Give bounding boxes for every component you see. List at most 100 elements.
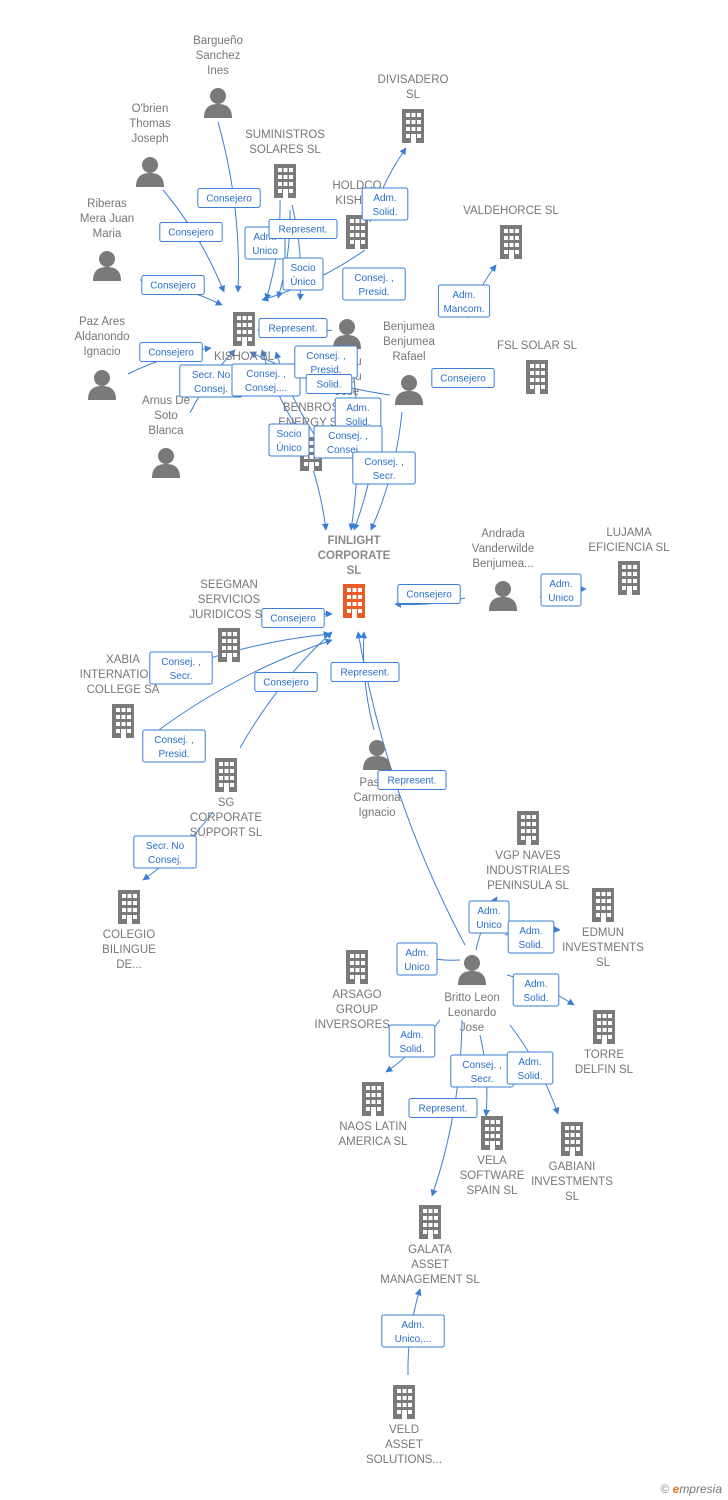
relation-label: Solid. (345, 417, 370, 428)
relation-label: Secr. No (146, 841, 185, 852)
relation-label-box[interactable]: Adm.Solid. (507, 920, 555, 954)
node-label: Benjumea... (472, 558, 533, 570)
relation-label-box[interactable]: Represent. (408, 1098, 478, 1118)
relation-label-box[interactable]: Consej. ,Presid. (342, 267, 406, 301)
node-label: Ignacio (83, 346, 120, 358)
node-label: SL (347, 565, 362, 577)
relation-label: Consej. , (354, 273, 393, 284)
relation-label-box[interactable]: Consej. ,Consej.... (231, 363, 301, 397)
node-label: O'brien (132, 103, 169, 115)
relation-label: Consej. , (328, 431, 367, 442)
relation-label: Consej. , (246, 369, 285, 380)
node-valdehorce[interactable]: VALDEHORCE SL (463, 205, 559, 259)
relation-label-box[interactable]: Represent. (377, 770, 447, 790)
relation-label-box[interactable]: Adm. Solid. (334, 397, 382, 431)
relation-label-box[interactable]: Consejero (261, 608, 325, 628)
relation-label-box[interactable]: Secr. No Consej. (133, 835, 197, 869)
relation-label-box[interactable]: Represent. (258, 318, 328, 338)
node-colegio[interactable]: COLEGIOBILINGUEDE... (102, 890, 156, 971)
relation-label-box[interactable]: Consejero (159, 222, 223, 242)
relation-label-box[interactable]: Consejero (139, 342, 203, 362)
node-label: GROUP (336, 1004, 379, 1016)
relation-label: Adm. (400, 1030, 423, 1041)
relation-label-box[interactable]: Solid. (305, 374, 353, 394)
node-arsago[interactable]: ARSAGOGROUPINVERSORES... (315, 950, 400, 1031)
relation-label-box[interactable]: Consejero (254, 672, 318, 692)
relation-label-box[interactable]: Consejero (431, 368, 495, 388)
relation-label: Solid. (518, 940, 543, 951)
node-label: Thomas (129, 118, 171, 130)
relation-label-box[interactable]: Consej. ,Presid. (294, 345, 358, 379)
relation-label: Adm. (477, 906, 500, 917)
relation-label: Unico (476, 920, 502, 931)
relation-label: Adm. (549, 579, 572, 590)
relation-label: Secr. (170, 671, 193, 682)
relation-label: Solid. (372, 207, 397, 218)
relation-label-box[interactable]: Consej. ,Presid. (142, 729, 206, 763)
relation-label-box[interactable]: Represent. (330, 662, 400, 682)
relation-label-box[interactable]: Consej. ,Consej.... (313, 425, 383, 459)
relation-label-box[interactable]: Adm.Solid. (388, 1024, 436, 1058)
node-kishoa[interactable]: KISHOA SL (214, 312, 275, 363)
relation-label: Consejero (270, 614, 316, 625)
relation-label: Consej. (148, 855, 182, 866)
node-andrada[interactable]: AndradaVanderwildeBenjumea... (472, 528, 534, 611)
relation-label-box[interactable]: Adm.Unico,... (381, 1314, 445, 1348)
relation-label: Represent. (341, 668, 390, 679)
building-icon (233, 312, 255, 346)
node-label: JURIDICOS SL (189, 609, 269, 621)
relation-label: Consej. , (364, 457, 403, 468)
relation-label: Consej. , (161, 657, 200, 668)
relation-label-box[interactable]: Adm.Solid. (512, 973, 560, 1007)
relation-label-box[interactable]: Adm.Solid. (506, 1051, 554, 1085)
relation-label-box[interactable]: Consejero (397, 584, 461, 604)
building-icon (561, 1122, 583, 1156)
relation-label-box[interactable]: Consejero (141, 275, 205, 295)
relation-label-box[interactable]: Represent. (268, 219, 338, 239)
relation-label-box[interactable]: Adm.Solid. (361, 187, 409, 221)
node-label: ASSET (385, 1439, 423, 1451)
person-icon (395, 375, 423, 405)
relation-label-box[interactable]: Consej. ,Secr. (352, 451, 416, 485)
person-icon (136, 157, 164, 187)
copyright-symbol: © (660, 1482, 670, 1496)
relation-label-box[interactable]: Consejero (197, 188, 261, 208)
relation-label: Socio (290, 263, 315, 274)
relation-label-box[interactable]: Adm.Mancom. (437, 284, 491, 318)
node-veld[interactable]: VELDASSETSOLUTIONS... (366, 1385, 442, 1466)
relation-label-box[interactable]: Adm. Unico (468, 900, 510, 934)
relation-label-box[interactable]: Consej. ,Secr. (450, 1054, 514, 1088)
node-label: CORPORATE (190, 812, 262, 824)
node-fslsolar[interactable]: FSL SOLAR SL (497, 340, 578, 394)
relation-label-box[interactable]: Adm.Unico (396, 942, 438, 976)
node-label: ASSET (411, 1259, 449, 1271)
relation-label-box[interactable]: Consej. , Secr. (149, 651, 213, 685)
relation-label-box[interactable]: Adm.Unico (540, 573, 582, 607)
person-icon (458, 955, 486, 985)
relation-label: Adm. (346, 403, 369, 414)
node-label: Soto (154, 410, 178, 422)
